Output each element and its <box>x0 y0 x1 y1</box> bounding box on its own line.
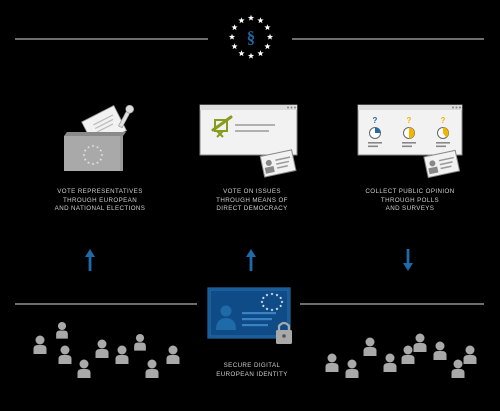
poll-bar <box>402 142 416 144</box>
header-line-right <box>292 38 484 40</box>
poll-question-mark: ? <box>441 116 446 125</box>
star-icon <box>264 43 271 50</box>
ballot-box-icon <box>60 98 140 178</box>
star-icon <box>83 149 87 152</box>
star-icon <box>247 14 255 21</box>
person-icon <box>325 353 339 372</box>
caption-line: COLLECT PUBLIC OPINION <box>365 188 455 195</box>
footer-line-left <box>15 303 197 305</box>
person-icon <box>345 359 359 378</box>
person-icon <box>433 341 447 360</box>
arrow-up-icon <box>245 248 257 272</box>
arrow-up-icon <box>84 248 96 272</box>
star-icon <box>247 52 255 59</box>
caption-line: THROUGH POLLS <box>380 196 440 204</box>
poll-question-mark: ? <box>407 116 412 125</box>
poll-bar <box>402 145 412 148</box>
poll-pie-slice <box>443 127 449 138</box>
star-icon <box>238 17 245 24</box>
poll-bar <box>436 142 450 144</box>
person-icon <box>363 337 377 356</box>
person-icon <box>115 345 129 364</box>
person-icon <box>77 359 91 378</box>
caption-vote-representatives: VOTE REPRESENTATIVES THROUGH EUROPEAN AN… <box>30 188 170 214</box>
star-icon <box>91 162 95 166</box>
person-icon <box>451 359 465 378</box>
caption-collect-opinion: COLLECT PUBLIC OPINION THROUGH POLLS AND… <box>340 188 480 214</box>
person-icon <box>463 345 477 364</box>
star-icon <box>231 24 238 31</box>
star-icon <box>99 158 103 161</box>
section-sign: § <box>247 28 256 47</box>
star-icon <box>261 304 265 308</box>
star-icon <box>280 300 284 304</box>
digital-identity-card-icon <box>206 286 298 350</box>
poll-pie-slice <box>375 127 381 133</box>
citizens-group-right <box>300 320 500 400</box>
poll-pie-slice <box>409 127 415 139</box>
caption-line: VOTE ON ISSUES <box>223 188 281 195</box>
poll-question-mark: ? <box>373 116 378 125</box>
star-icon <box>96 161 99 165</box>
arrow-down-icon <box>402 248 414 272</box>
person-icon <box>33 335 47 354</box>
footer-line-right <box>300 303 484 305</box>
person-icon <box>401 345 415 364</box>
star-icon <box>99 149 103 152</box>
person-icon <box>145 359 159 378</box>
person-icon <box>413 333 427 352</box>
star-icon <box>83 158 87 161</box>
star-icon <box>279 304 283 308</box>
star-icon <box>265 307 269 311</box>
person-icon <box>56 321 68 339</box>
direct-democracy-screen-icon <box>198 103 303 183</box>
star-icon <box>82 153 86 157</box>
caption-line: SECURE DIGITAL <box>223 362 281 369</box>
star-icon <box>270 292 274 296</box>
caption-line: VOTE REPRESENTATIVES <box>57 188 143 195</box>
star-icon <box>100 153 104 157</box>
star-icon <box>228 33 236 40</box>
poll-bar <box>368 145 378 148</box>
eu-stars-icon: § <box>228 14 274 59</box>
caption-line: AND SURVEYS <box>385 205 435 213</box>
star-icon <box>231 43 238 50</box>
caption-line: THROUGH MEANS OF <box>216 196 288 204</box>
caption-line: EUROPEAN IDENTITY <box>216 370 288 378</box>
star-icon <box>261 296 265 300</box>
person-icon <box>134 333 146 351</box>
person-icon <box>95 339 109 358</box>
star-icon <box>257 17 264 24</box>
star-icon <box>279 296 283 300</box>
poll-bar <box>368 142 382 144</box>
caption-secure-identity: SECURE DIGITAL EUROPEAN IDENTITY <box>182 362 322 379</box>
star-icon <box>87 145 90 149</box>
header-line-left <box>15 38 208 40</box>
caption-line: DIRECT DEMOCRACY <box>216 205 288 213</box>
caption-vote-issues: VOTE ON ISSUES THROUGH MEANS OF DIRECT D… <box>182 188 322 214</box>
star-icon <box>275 293 279 297</box>
star-icon <box>264 24 271 31</box>
person-icon <box>383 353 397 372</box>
citizens-group-left <box>0 320 200 400</box>
star-icon <box>87 161 90 165</box>
polls-screen-icon: ??? <box>356 103 466 183</box>
star-icon <box>91 144 95 148</box>
star-icon <box>96 145 99 149</box>
star-icon <box>275 307 279 311</box>
star-icon <box>257 50 264 57</box>
star-icon <box>260 300 264 304</box>
caption-line: THROUGH EUROPEAN <box>62 196 138 204</box>
star-icon <box>265 293 269 297</box>
star-icon <box>238 50 245 57</box>
eu-emblem: § <box>226 12 276 62</box>
person-icon <box>166 345 180 364</box>
caption-line: AND NATIONAL ELECTIONS <box>54 205 146 213</box>
person-icon <box>58 345 72 364</box>
star-icon <box>266 33 274 40</box>
star-icon <box>270 308 274 312</box>
poll-bar <box>436 145 446 148</box>
